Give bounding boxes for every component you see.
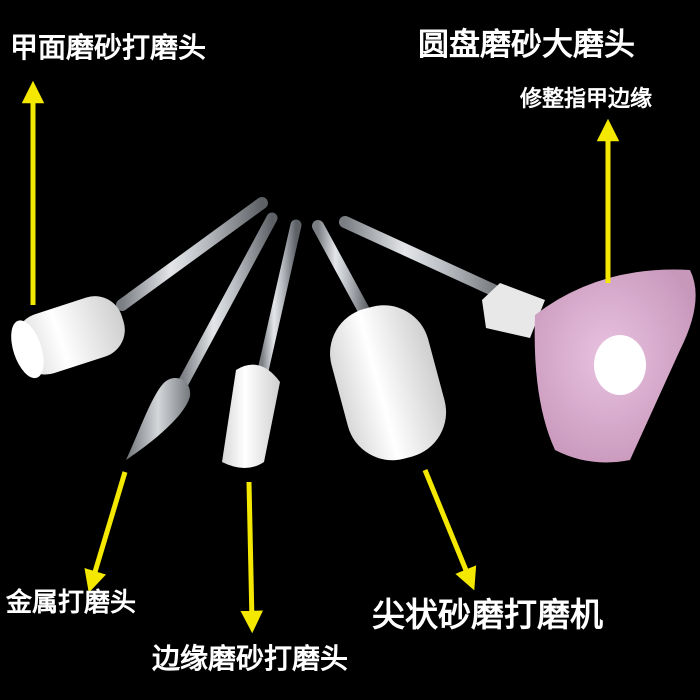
bit-shaft [312,220,374,324]
label-edge-sanding-bit: 边缘磨砂打磨头 [152,642,349,675]
disc-center [594,335,646,395]
bit-head [126,378,191,460]
cylinder-white-bit [11,197,268,379]
barrel-white-bit [312,220,447,461]
bit-head [222,364,280,468]
bit-head [330,305,447,461]
diamond-metal-bit [126,212,278,460]
label-disc-sanding-bit-usage: 修整指甲边缘 [520,87,653,112]
arrow-icon [240,481,264,634]
bit-head [11,296,125,379]
disc-mandrel [482,283,545,338]
arrow-icon [422,469,477,591]
arrow-icon [84,471,128,593]
pink-disc-bit [339,216,696,463]
label-metal-bit: 金属打磨头 [6,588,137,618]
bit-shaft [339,216,521,306]
label-disc-sanding-bit: 圆盘磨砂大磨头 [418,27,635,63]
bit-shaft [256,219,302,381]
label-pointed-sanding-bit: 尖状砂磨打磨机 [372,595,603,634]
bit-shaft [176,212,278,391]
bit-shaft [116,197,268,311]
label-surface-sanding-bit: 甲面磨砂打磨头 [10,31,207,64]
cone-white-bit [222,219,302,468]
